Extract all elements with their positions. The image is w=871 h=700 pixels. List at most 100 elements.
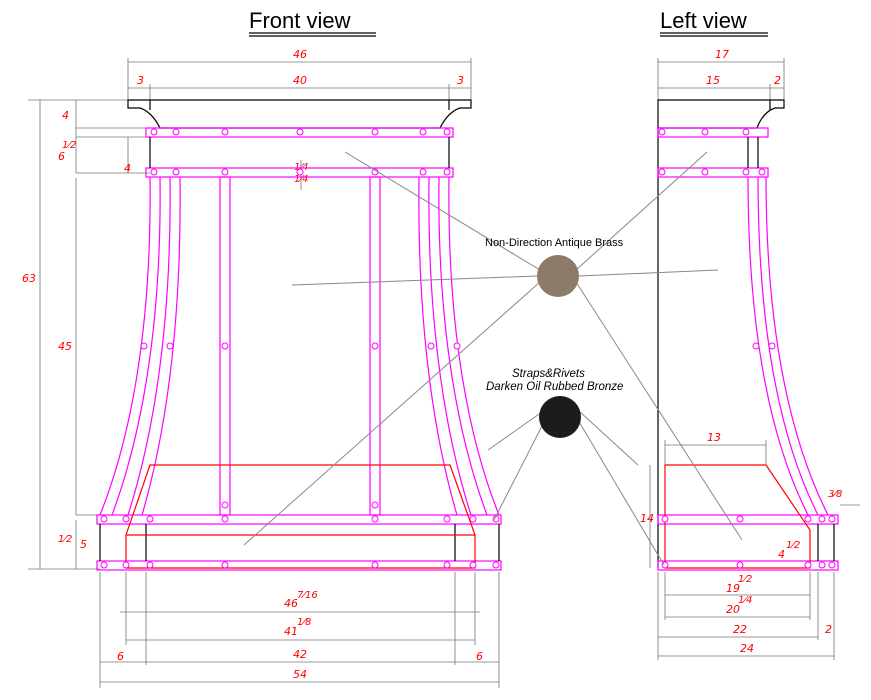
brass-leader-4: [575, 151, 708, 271]
rivet: [100, 561, 108, 569]
rivet: [296, 128, 304, 136]
left-curve-c: [765, 176, 829, 516]
rivet: [419, 128, 427, 136]
dim-crown-right: 3: [457, 74, 464, 87]
front-bottom-strap-lower: [96, 560, 502, 571]
left-dim-19-frac: 1⁄2: [738, 574, 752, 585]
front-curve-left-a: [111, 176, 161, 516]
dim-46-whole: 46: [284, 597, 298, 610]
rivet: [818, 561, 826, 569]
rivet: [140, 342, 148, 350]
rivet: [768, 342, 776, 350]
rivet: [100, 515, 108, 523]
rivet: [469, 561, 477, 569]
rivet: [736, 515, 744, 523]
rivet: [443, 515, 451, 523]
rivet: [492, 561, 500, 569]
straps-label-line2: Darken Oil Rubbed Bronze: [486, 381, 623, 393]
rivet: [150, 128, 158, 136]
dim-41-frac: 1⁄8: [297, 617, 311, 628]
left-bottom-strap-lower: [657, 560, 839, 571]
material-callouts: Non-Direction Antique Brass Straps&Rivet…: [243, 151, 743, 566]
rivet: [221, 561, 229, 569]
left-rivets: [658, 128, 836, 569]
front-crown: [127, 99, 472, 129]
rivet: [296, 168, 304, 176]
rivet: [146, 515, 154, 523]
dim-bottom-a: 1⁄2: [58, 534, 72, 545]
left-curve-b: [757, 176, 819, 516]
rivet: [371, 501, 379, 509]
rivet: [371, 515, 379, 523]
front-rivets: [100, 128, 500, 569]
left-dim-24: 24: [740, 642, 754, 655]
rivet: [828, 561, 836, 569]
rivet: [752, 342, 760, 350]
dim-crown-left: 3: [137, 74, 144, 87]
rivet: [122, 515, 130, 523]
front-curve-left-c: [141, 176, 181, 516]
left-dim-20-whole: 20: [726, 603, 740, 616]
rivet: [427, 342, 435, 350]
dim-body-height: 45: [58, 340, 72, 353]
rivet: [122, 561, 130, 569]
dim-crown-inner: 40: [293, 74, 307, 87]
rivet: [443, 128, 451, 136]
front-view-title: Front view: [249, 8, 351, 33]
dim-band-gap: 4: [124, 162, 131, 175]
front-curve-left-b: [127, 176, 171, 516]
front-curve-right-outer: [448, 176, 500, 516]
front-bottom-strap-upper: [96, 514, 502, 525]
left-second-strap: [657, 167, 769, 178]
left-view: 17 15 2 13 14 3⁄8 1⁄2 4: [640, 48, 860, 660]
left-dim-19-whole: 19: [726, 582, 740, 595]
front-top-strap: [145, 127, 454, 138]
left-view-title: Left view: [660, 8, 747, 33]
rivet: [818, 515, 826, 523]
front-view: 46 40 3 3 63 4 1⁄2 6 4 1⁄4 1⁄4 45 1⁄2 5: [22, 48, 502, 688]
left-dim-base-height: 14: [640, 512, 654, 525]
dim-band-b: 6: [58, 150, 65, 163]
dim-bottom-b: 5: [80, 538, 87, 551]
rivet: [701, 128, 709, 136]
dim-top-width: 46: [293, 48, 307, 61]
front-curve-right-c: [418, 176, 458, 516]
rivet: [804, 561, 812, 569]
rivet: [371, 561, 379, 569]
front-second-strap: [145, 167, 454, 178]
oil-rubbed-bronze-swatch: [539, 396, 581, 438]
brass-leader-6: [575, 281, 743, 541]
rivet: [221, 128, 229, 136]
rivet: [166, 342, 174, 350]
left-dim-20-frac: 1⁄4: [738, 595, 752, 606]
rivet: [221, 515, 229, 523]
rivet: [221, 501, 229, 509]
dim-band-a: 1⁄2: [62, 140, 76, 151]
front-curve-right-b: [428, 176, 472, 516]
rivet: [221, 342, 229, 350]
left-crown: [657, 99, 785, 129]
left-top-strap: [657, 127, 769, 138]
bronze-leader-4: [577, 419, 665, 566]
left-curve-a: [747, 176, 809, 516]
rivet: [150, 168, 158, 176]
brass-leader-1: [344, 151, 541, 271]
left-dim-crown-right: 2: [774, 74, 781, 87]
front-base-outline: [125, 464, 476, 569]
rivet: [172, 128, 180, 136]
rivet: [371, 342, 379, 350]
dim-41-whole: 41: [284, 625, 298, 638]
dim-42: 42: [293, 648, 307, 661]
left-dim-top-depth: 17: [715, 48, 729, 61]
dim-side-right: 6: [476, 650, 483, 663]
rivet: [146, 561, 154, 569]
rivet: [443, 168, 451, 176]
left-dim-edge-b-whole: 4: [778, 548, 785, 561]
rivet: [172, 168, 180, 176]
left-dim-crown-inner: 15: [706, 74, 720, 87]
rivet: [701, 168, 709, 176]
left-dim-2: 2: [825, 623, 832, 636]
left-dim-edge-a: 3⁄8: [828, 489, 842, 500]
rivet: [736, 561, 744, 569]
